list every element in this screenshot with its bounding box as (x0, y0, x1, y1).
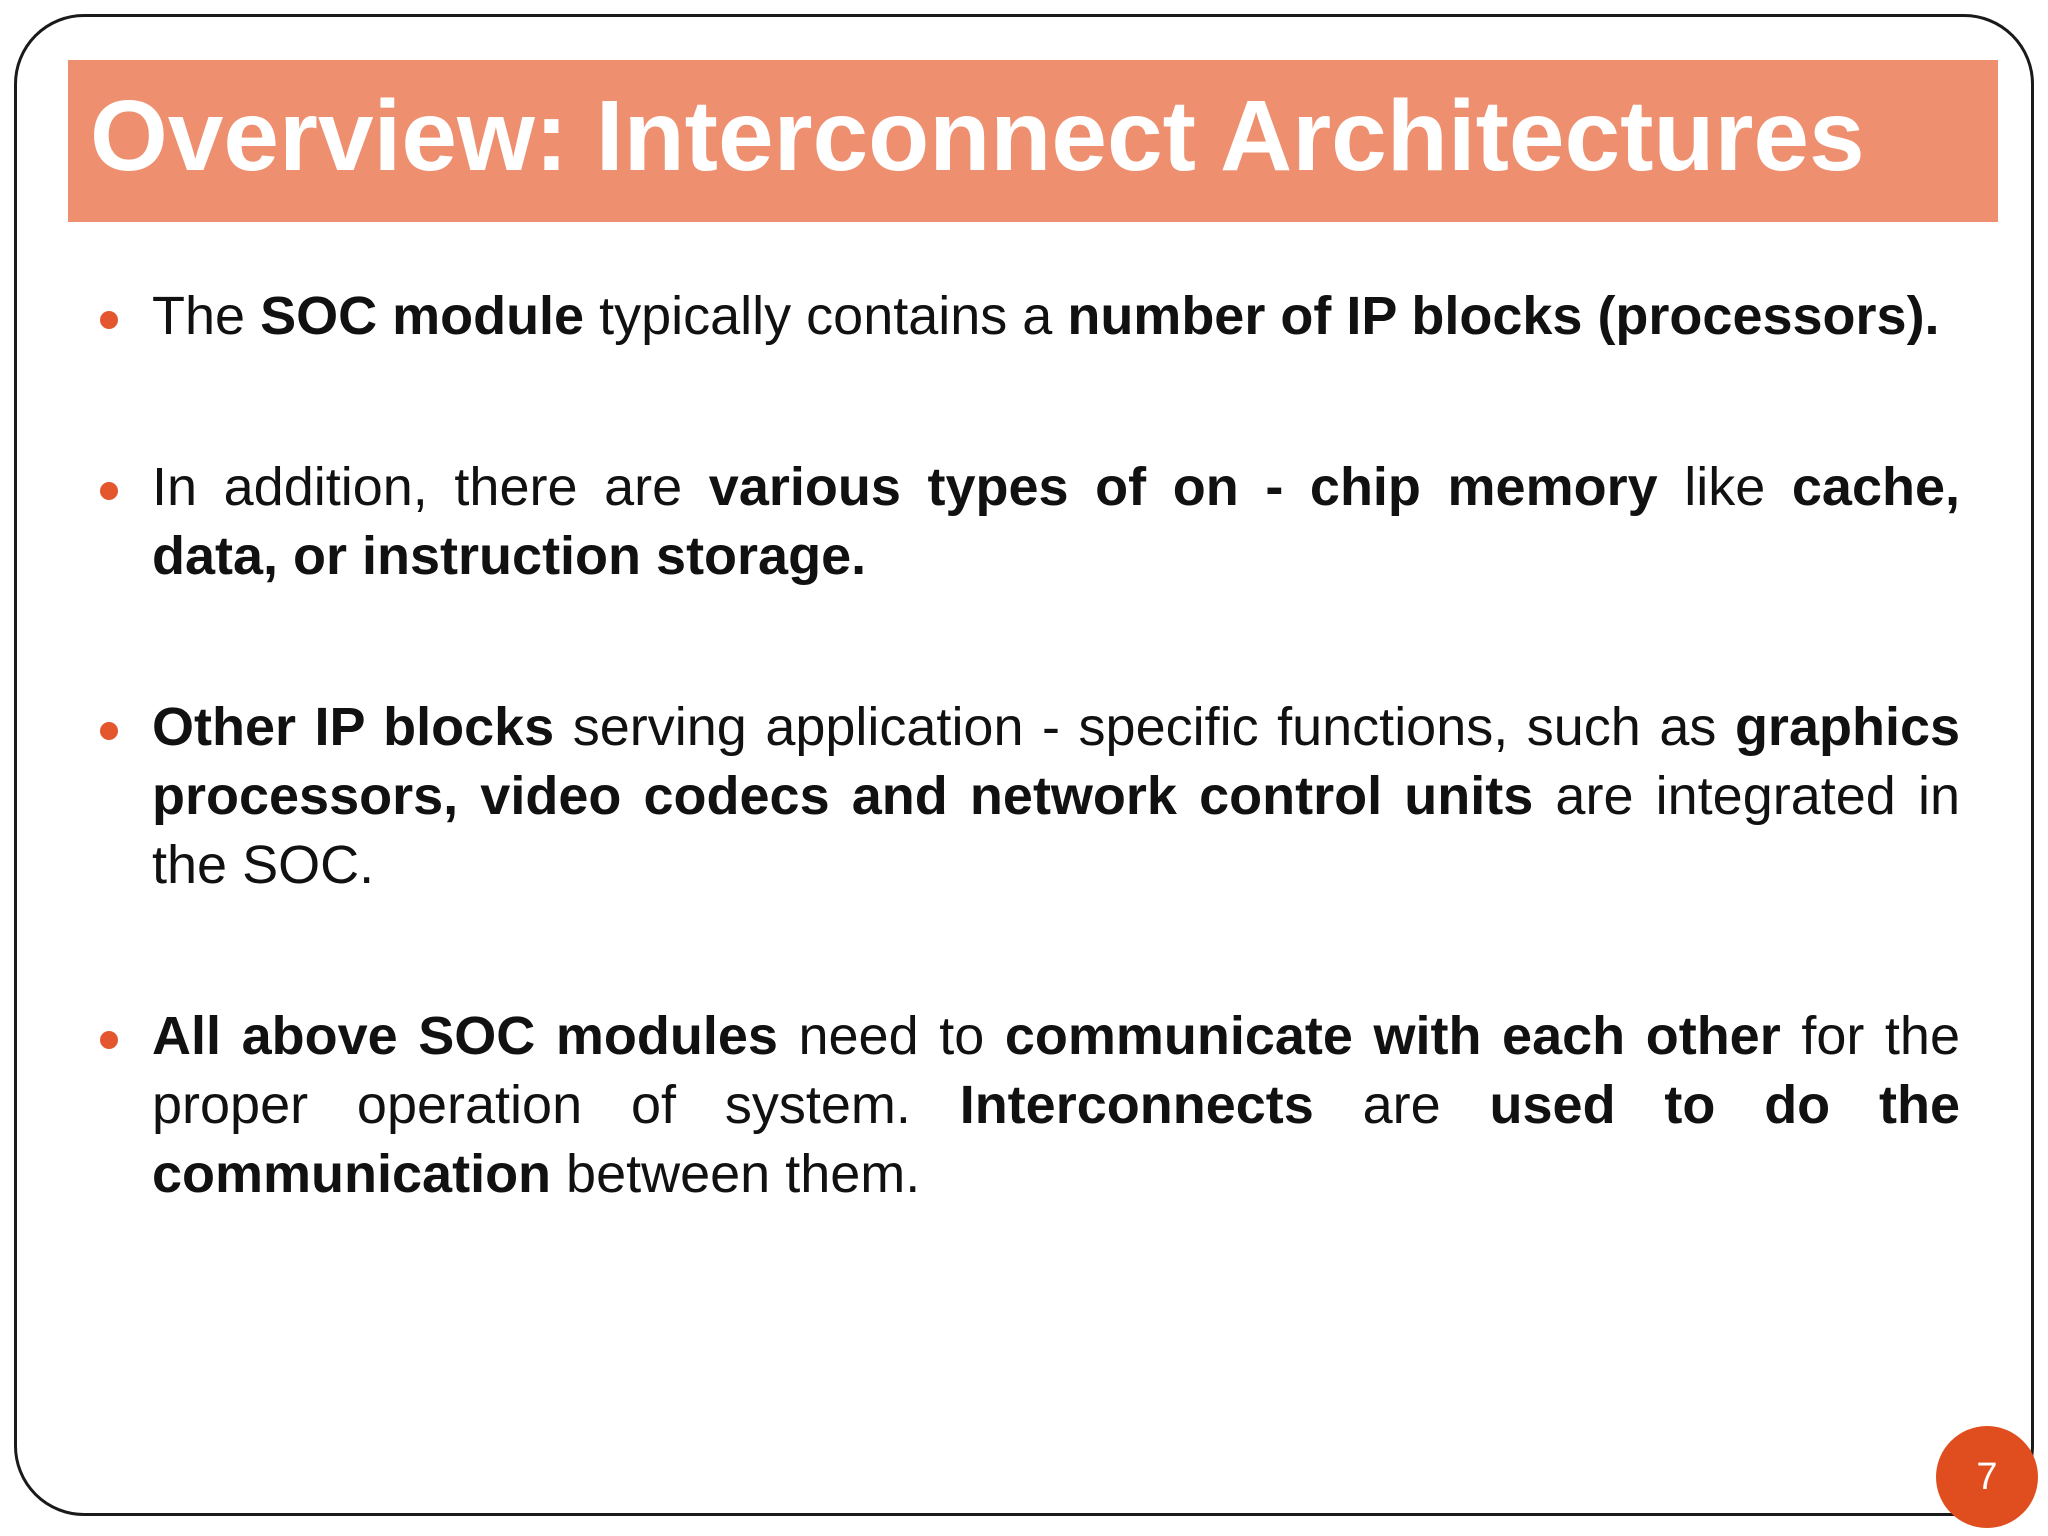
bullet-segment: are integrated in the SOC. (152, 766, 1960, 895)
page-number-badge: 7 (1936, 1426, 2038, 1528)
bullet-segment-bold: graphics processors, video codecs and ne… (152, 697, 1961, 826)
bullet-segment-bold: various types of on - chip memory (708, 457, 1658, 517)
bullet-segment: are (1313, 1075, 1490, 1135)
bullet-segment-bold: All above SOC modules (152, 1006, 778, 1066)
bullet-segment-bold: cache, data, or instruction storage. (152, 457, 1960, 586)
slide-title: Overview: Interconnect Architectures (90, 80, 1865, 192)
bullet-segment-bold: SOC module (260, 286, 585, 346)
bullet-segment-bold: communicate with each other (1004, 1006, 1781, 1066)
bullet-segment-bold: Interconnects (959, 1075, 1314, 1135)
bullet-item: In addition, there are various types of … (100, 453, 1960, 591)
bullet-dot-icon (100, 311, 118, 329)
bullet-dot-icon (100, 1031, 118, 1049)
title-bar: Overview: Interconnect Architectures (68, 60, 1998, 222)
bullet-segment: typically contains a (584, 286, 1068, 346)
bullet-segment: In addition, there are (152, 457, 709, 517)
bullet-segment: for the proper operation of system. (152, 1006, 1960, 1135)
bullet-segment: between them. (551, 1144, 921, 1204)
slide-frame (14, 14, 2034, 1516)
bullet-segment-bold: used to do the communication (152, 1075, 1961, 1204)
bullet-list: The SOC module typically contains a numb… (100, 282, 1960, 1209)
bullet-item: All above SOC modules need to communicat… (100, 1002, 1960, 1209)
bullet-item: Other IP blocks serving application - sp… (100, 693, 1960, 900)
bullet-segment: The (152, 286, 261, 346)
bullet-segment-bold: Other IP blocks (152, 697, 555, 757)
bullet-segment: serving application - specific functions… (554, 697, 1735, 757)
bullet-dot-icon (100, 722, 118, 740)
bullet-item: The SOC module typically contains a numb… (100, 282, 1960, 351)
bullet-segment: need to (777, 1006, 1005, 1066)
bullet-dot-icon (100, 482, 118, 500)
bullet-segment: like (1657, 457, 1792, 517)
bullet-segment-bold: number of IP blocks (processors). (1067, 286, 1940, 346)
